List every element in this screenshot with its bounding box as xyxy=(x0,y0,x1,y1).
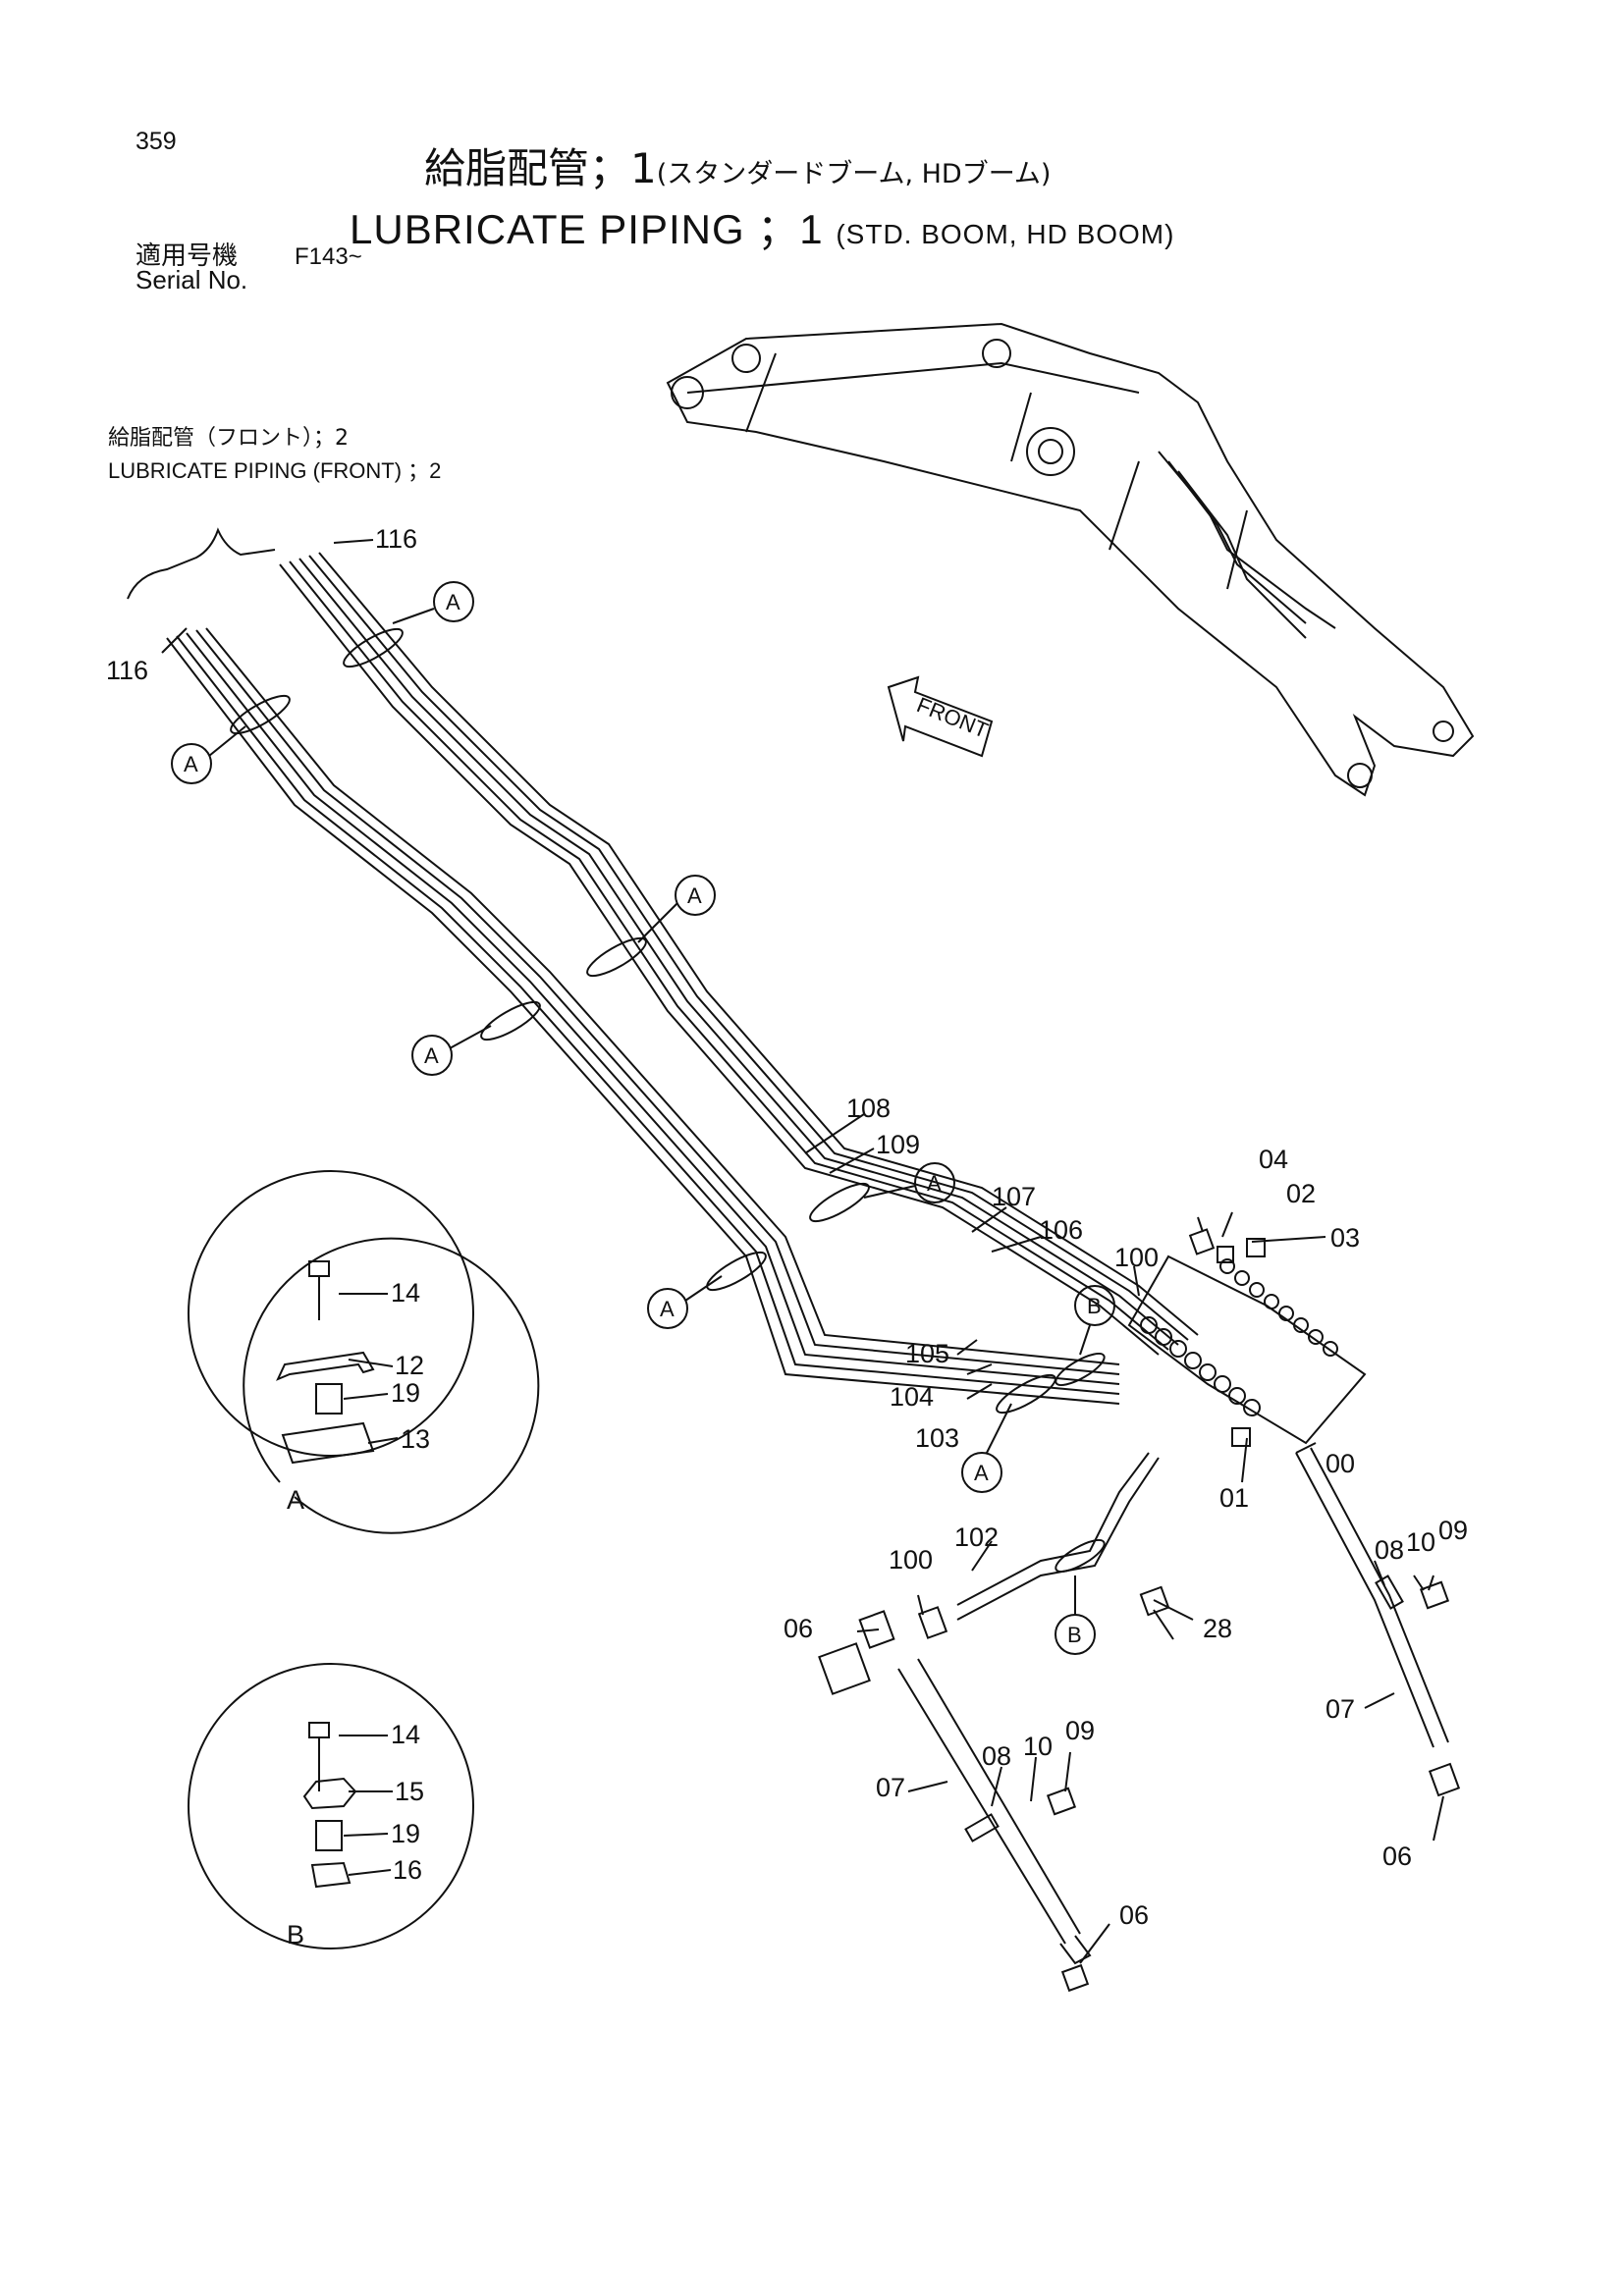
part-labels: 116 116 108 109 107 106 105 104 103 102 … xyxy=(106,524,1468,1930)
label-116-top: 116 xyxy=(375,524,417,554)
serial-label-jp: 適用号機 xyxy=(135,241,239,271)
title-en-main: LUBRICATE PIPING ；1 xyxy=(350,206,824,252)
distribution-manifold xyxy=(1127,1255,1367,1445)
label-28: 28 xyxy=(1203,1614,1232,1643)
front-arrow: FRONT xyxy=(887,675,994,758)
fittings xyxy=(818,1228,1461,1993)
serial-label-en: Serial No. xyxy=(135,265,248,294)
clamps xyxy=(230,627,1106,1574)
detail-b-15: 15 xyxy=(395,1777,424,1806)
label-104: 104 xyxy=(890,1382,934,1412)
svg-text:B: B xyxy=(1087,1294,1102,1318)
label-01: 01 xyxy=(1219,1483,1249,1513)
svg-text:A: A xyxy=(927,1171,942,1196)
label-10-left: 10 xyxy=(1023,1732,1053,1761)
hose-07-right xyxy=(1295,1447,1449,1748)
label-02: 02 xyxy=(1286,1179,1316,1208)
svg-text:A: A xyxy=(446,590,460,614)
label-10-right: 10 xyxy=(1406,1527,1435,1557)
callout-a-7: A xyxy=(961,1403,1012,1493)
callout-b-2: B xyxy=(1055,1575,1096,1655)
callout-a-3: A xyxy=(637,875,716,943)
detail-a: 14 12 19 13 A xyxy=(188,1170,540,1534)
label-108: 108 xyxy=(846,1094,891,1123)
detail-a-19: 19 xyxy=(391,1378,420,1408)
callout-a-5: A xyxy=(863,1162,955,1203)
label-102: 102 xyxy=(954,1522,999,1552)
front-arrow-label: FRONT xyxy=(913,692,992,743)
callout-a-6: A xyxy=(647,1275,723,1329)
label-100-lower: 100 xyxy=(889,1545,933,1575)
detail-b-19: 19 xyxy=(391,1819,420,1848)
label-09-left: 09 xyxy=(1065,1716,1095,1745)
reference-jp: 給脂配管（フロント）；2 xyxy=(108,426,349,451)
detail-b-14: 14 xyxy=(391,1720,420,1749)
leader-lines xyxy=(161,539,1444,1964)
detail-a-13: 13 xyxy=(401,1424,430,1454)
svg-text:A: A xyxy=(660,1297,675,1321)
serial-value: F143~ xyxy=(295,243,362,270)
title-en-sub: (STD. BOOM, HD BOOM) xyxy=(836,219,1175,249)
reference-en: LUBRICATE PIPING (FRONT) ；2 xyxy=(108,458,442,483)
label-06-right: 06 xyxy=(1382,1842,1412,1871)
callout-a-1: A xyxy=(392,581,474,624)
callout-markers: A A A A A A A B B xyxy=(171,581,1115,1655)
svg-text:A: A xyxy=(687,883,702,908)
svg-text:A: A xyxy=(184,752,198,776)
label-105: 105 xyxy=(905,1339,949,1368)
label-03: 03 xyxy=(1330,1223,1360,1253)
callout-a-4: A xyxy=(411,1025,492,1076)
callout-a-2: A xyxy=(171,725,246,784)
label-08-left: 08 xyxy=(982,1741,1011,1771)
callout-b-1: B xyxy=(1074,1285,1115,1356)
left-pipe-bundle xyxy=(166,627,1120,1405)
detail-a-14: 14 xyxy=(391,1278,420,1308)
svg-text:A: A xyxy=(974,1461,989,1485)
title-jp-sub: (スタンダードブーム, HDブーム) xyxy=(656,159,1052,189)
svg-text:A: A xyxy=(424,1043,439,1068)
title-jp-main: 給脂配管；1 xyxy=(424,144,657,192)
detail-a-label: A xyxy=(287,1485,304,1515)
detail-b: 14 15 19 16 B xyxy=(188,1663,474,1949)
page-number: 359 xyxy=(135,128,177,155)
reference-bracket xyxy=(127,527,276,600)
pipe-102 xyxy=(956,1452,1150,1606)
label-116-left: 116 xyxy=(106,656,148,685)
label-00: 00 xyxy=(1325,1449,1355,1478)
title-japanese: 給脂配管；1(スタンダードブーム, HDブーム) xyxy=(424,135,1051,195)
title-english: LUBRICATE PIPING ；1 (STD. BOOM, HD BOOM) xyxy=(350,196,1174,256)
detail-b-label: B xyxy=(287,1920,304,1949)
label-07-left: 07 xyxy=(876,1773,905,1802)
detail-a-12: 12 xyxy=(395,1351,424,1380)
label-07-right: 07 xyxy=(1325,1694,1355,1724)
label-09-right: 09 xyxy=(1438,1516,1468,1545)
label-106: 106 xyxy=(1039,1215,1083,1245)
svg-text:B: B xyxy=(1067,1623,1082,1647)
boom-illustration xyxy=(666,322,1475,797)
label-08-right: 08 xyxy=(1375,1535,1404,1565)
label-06-left: 06 xyxy=(784,1614,813,1643)
label-100-manifold: 100 xyxy=(1114,1243,1159,1272)
label-04: 04 xyxy=(1259,1145,1288,1174)
right-pipe-bundle xyxy=(279,552,1199,1356)
label-109: 109 xyxy=(876,1130,920,1159)
label-103: 103 xyxy=(915,1423,959,1453)
detail-b-16: 16 xyxy=(393,1855,422,1885)
label-06-bottom: 06 xyxy=(1119,1900,1149,1930)
label-107: 107 xyxy=(992,1182,1036,1211)
